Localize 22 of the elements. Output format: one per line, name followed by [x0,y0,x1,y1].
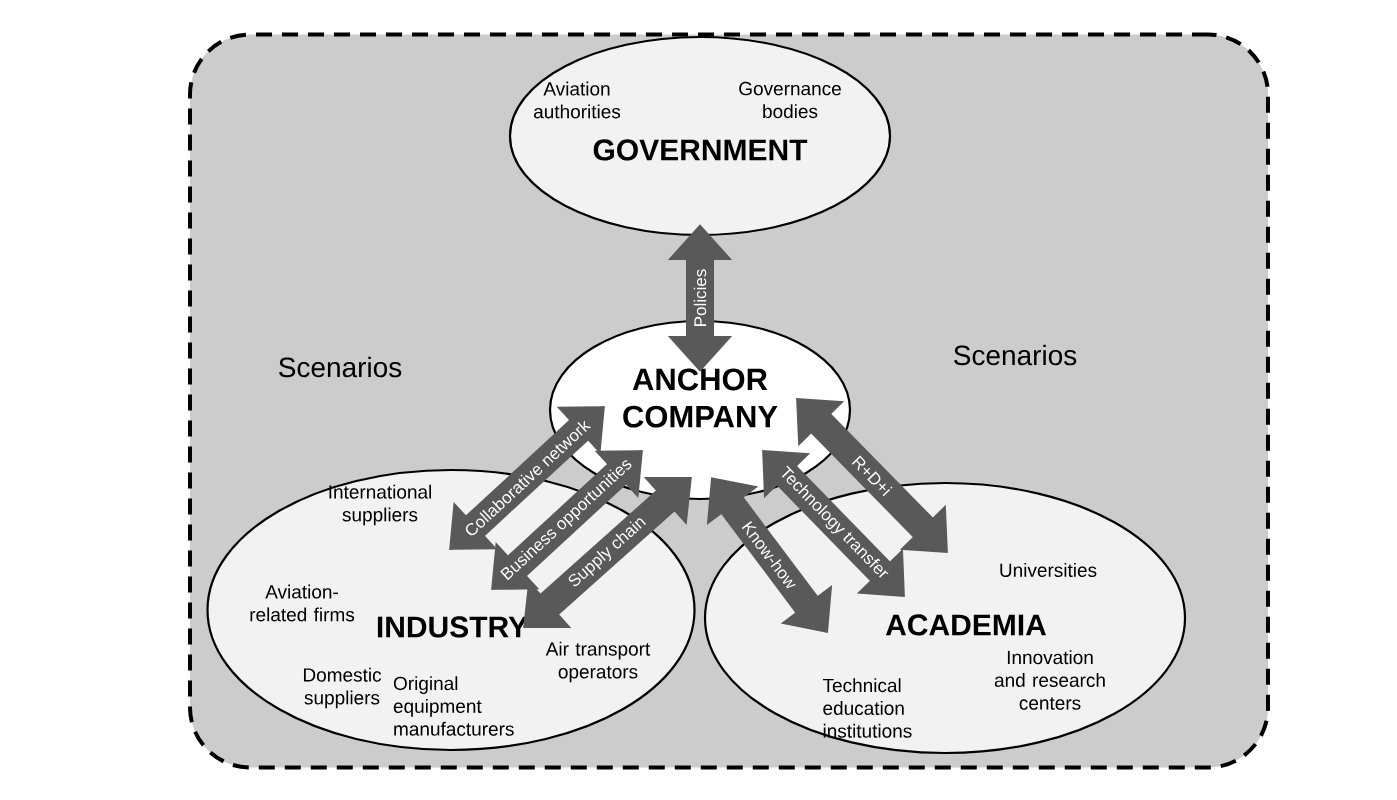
member-label: Technical education institutions [822,678,912,738]
member-label: International suppliers [329,484,431,526]
member-label: Domestic suppliers [304,667,382,709]
edge-label: Policies [693,269,707,326]
block-arrow [491,450,643,590]
member-label: Innovation and research centers [994,650,1105,710]
sphere-title: INDUSTRY [377,616,528,638]
region-label: Scenarios [954,344,1077,366]
block-arrow [762,450,905,597]
member-label: Governance bodies [739,81,841,119]
sphere-title: GOVERNMENT [593,139,808,161]
member-label: Aviation authorities [534,81,621,119]
member-label: Aviation- related firms [250,584,355,622]
member-label: Air transport operators [545,641,651,683]
sphere-title: ACADEMIA [885,614,1046,636]
member-label: Universities [1000,563,1097,577]
member-label: Original equipment manufacturers [393,676,514,736]
region-label: Scenarios [279,356,402,378]
block-arrow [449,406,605,550]
sphere-title: ANCHOR COMPANY [623,368,778,428]
block-arrow [523,477,692,628]
block-arrow [796,398,948,553]
